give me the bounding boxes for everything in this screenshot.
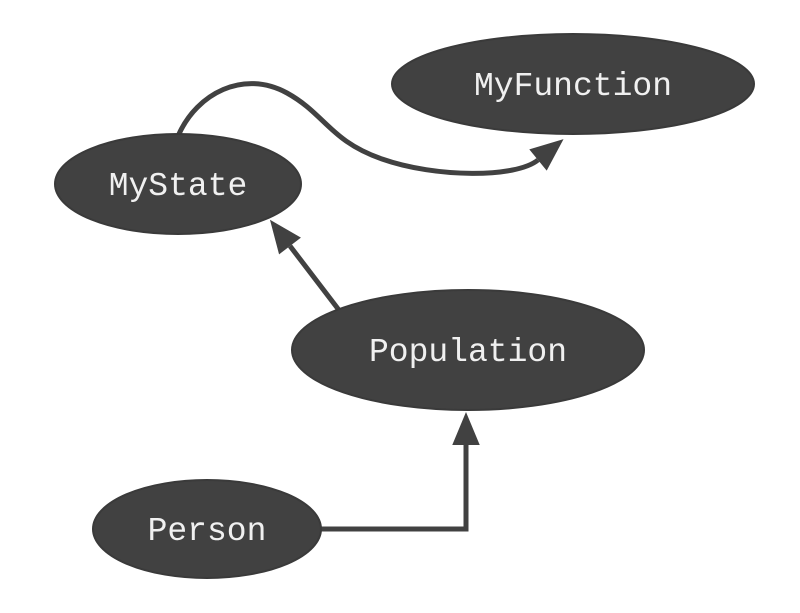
edge-population-to-mystate <box>269 219 347 320</box>
node-mystate-shape <box>54 133 302 235</box>
node-myfunction-shape <box>391 33 755 135</box>
node-population: Population <box>291 289 645 411</box>
node-person-shape <box>92 479 322 579</box>
node-mystate-label: MyState <box>109 168 248 205</box>
node-person-label: Person <box>148 513 267 550</box>
edge-mystate-to-myfunction <box>176 81 564 176</box>
node-mystate: MyState <box>54 133 302 235</box>
node-population-shape <box>291 289 645 411</box>
node-myfunction-label: MyFunction <box>474 68 672 105</box>
node-person: Person <box>92 479 322 579</box>
node-myfunction: MyFunction <box>391 33 755 135</box>
edge-person-to-population <box>320 412 480 532</box>
node-population-label: Population <box>369 334 567 371</box>
